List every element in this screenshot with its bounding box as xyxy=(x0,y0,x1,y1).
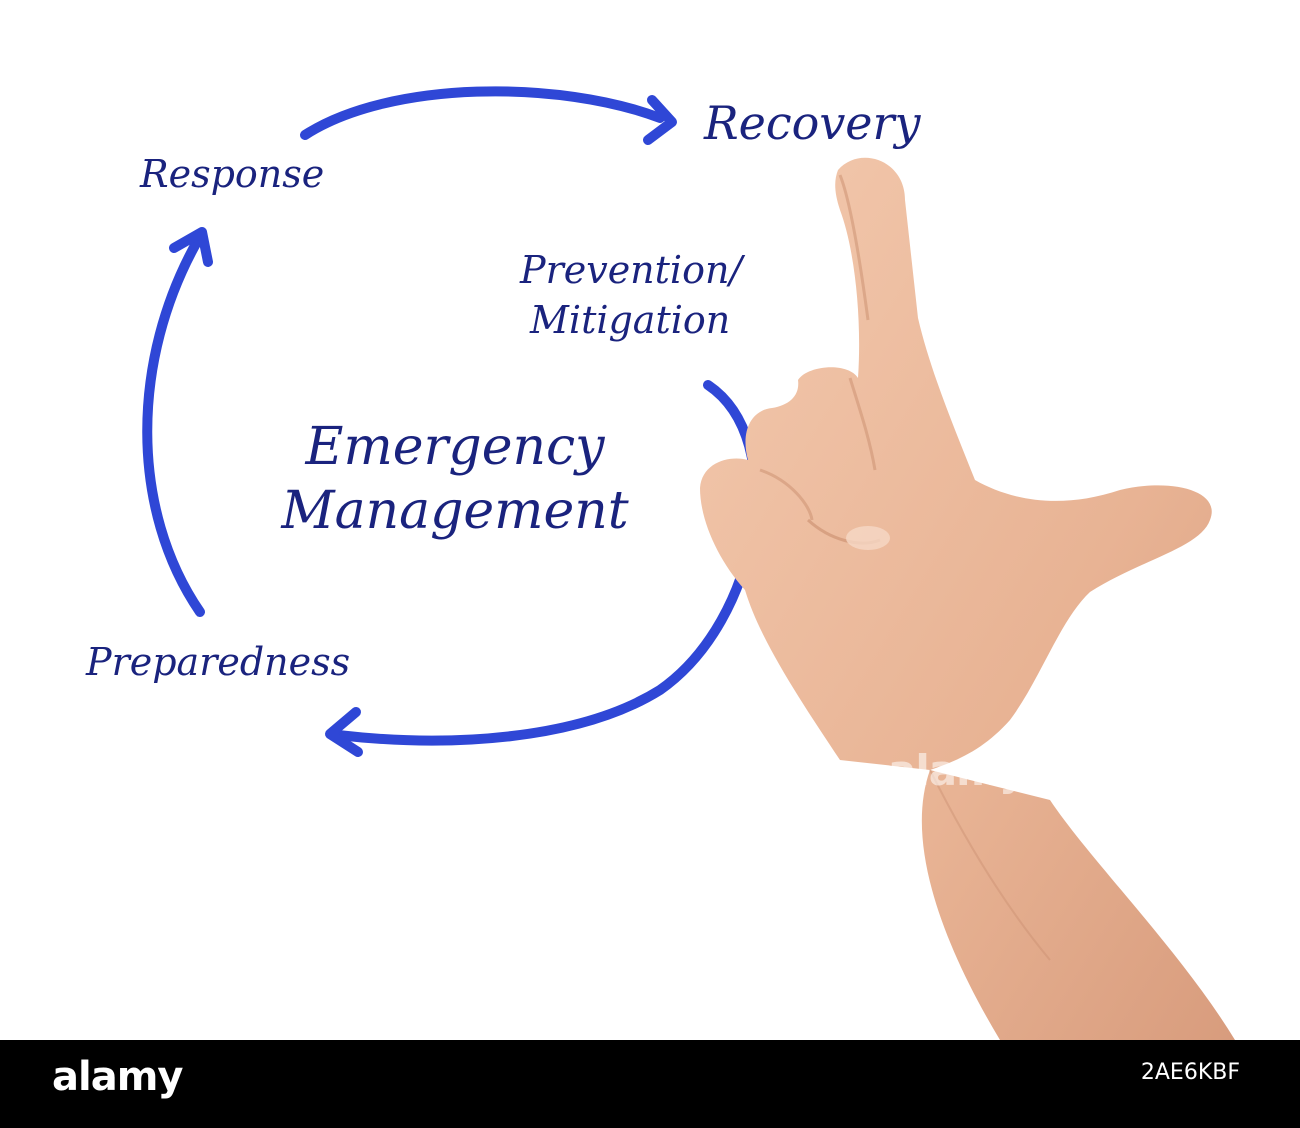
stage-prevention-line1: Prevention/ xyxy=(520,248,743,292)
stage-prevention-line2: Mitigation xyxy=(530,298,731,342)
watermark: alamy xyxy=(888,746,1026,795)
diagram-graphics xyxy=(142,86,1235,1040)
title-line-2: Management xyxy=(281,481,629,541)
hand-shape xyxy=(700,157,1235,1040)
stage-recovery: Recovery xyxy=(704,96,921,150)
brand-logo: alamy xyxy=(52,1054,183,1100)
arrowhead-preparedness xyxy=(325,707,363,757)
stage-preparedness: Preparedness xyxy=(86,640,351,684)
image-id: 2AE6KBF xyxy=(1140,1060,1240,1085)
diagram-canvas: Response Recovery Prevention/ Mitigation… xyxy=(86,86,1235,1040)
stock-footer-bar: alamy 2AE6KBF xyxy=(0,1040,1300,1128)
arrow-response-to-recovery xyxy=(300,86,665,140)
title-line-1: Emergency xyxy=(305,417,605,477)
diagram-title: Emergency Management xyxy=(225,415,685,543)
hand-photo xyxy=(700,157,1235,1040)
arrow-preparedness-to-response xyxy=(142,235,205,617)
arrowhead-recovery xyxy=(643,95,677,145)
stage-response: Response xyxy=(140,152,325,196)
arrowhead-response xyxy=(169,227,213,267)
